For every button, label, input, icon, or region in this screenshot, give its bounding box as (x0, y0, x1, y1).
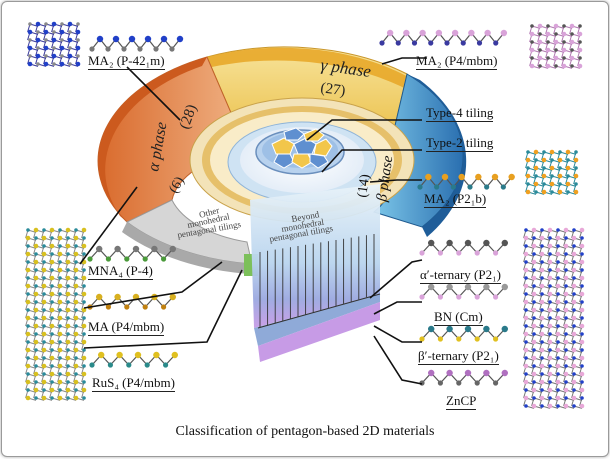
label-ma2-p421m: MA₂ (P-42₁m) (88, 53, 165, 70)
other-rim (122, 222, 254, 274)
beta-phase-label: β phase (374, 154, 396, 203)
label-ma2-p21b: MA₂ (P2₁b) (424, 191, 487, 208)
alpha-rim (98, 57, 207, 222)
beta-rim (407, 74, 467, 237)
label-alpha-ternary: α′-ternary (P2₁) (420, 267, 501, 284)
structure-thumbnails (24, 20, 585, 409)
slab-hatch (257, 234, 381, 329)
leader-lines (79, 57, 427, 385)
label-ma-p4mbm: MA (P4/mbm) (88, 319, 165, 336)
other-count-label: (6) (166, 174, 187, 196)
label-ma2-p4mbm-top: MA₂ (P4/mbm) (416, 53, 498, 70)
beta-count-label: (14) (355, 173, 373, 199)
gamma-count-label: (27) (319, 80, 346, 99)
side-view-chains (87, 29, 515, 386)
structure-right-mid (525, 149, 579, 195)
structure-topright (529, 23, 583, 69)
label-rus4: RuS₄ (P4/mbm) (92, 375, 175, 392)
structure-right-stack (523, 227, 585, 409)
label-beta-ternary: β′-ternary (P2₁) (418, 348, 499, 365)
structure-left-stack (25, 227, 87, 401)
figure-caption: Classification of pentagon-based 2D mate… (175, 424, 435, 439)
beyond-text-1: Beyond (291, 209, 321, 224)
structure-topleft (24, 20, 84, 70)
center-pentagon-tiling (271, 127, 333, 169)
label-type2-tiling: Type-2 tiling (426, 135, 494, 152)
label-zncp: ZnCP (446, 393, 477, 410)
label-type4-tiling: Type-4 tiling (426, 105, 494, 122)
gamma-rim (207, 47, 422, 98)
label-mna4: MNA₄ (P-4) (88, 263, 153, 280)
beyond-slab (250, 184, 381, 362)
label-bn-cm: BN (Cm) (434, 309, 483, 326)
